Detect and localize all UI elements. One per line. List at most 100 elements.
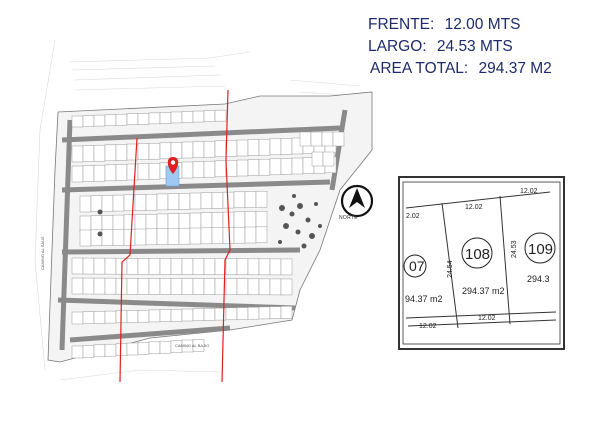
- lot: [134, 228, 147, 246]
- lot-blocks: [71, 109, 345, 359]
- lot: [189, 227, 202, 245]
- lot: [71, 115, 84, 128]
- lot: [170, 278, 183, 295]
- lot: [104, 257, 117, 275]
- area-label: AREA TOTAL:: [370, 60, 469, 77]
- contour-lines: [34, 39, 361, 381]
- frente-label: FRENTE:: [368, 16, 435, 33]
- lot: [104, 310, 117, 324]
- lot: [291, 157, 304, 175]
- lot: [134, 214, 147, 231]
- lot: [104, 343, 117, 357]
- lot: [269, 138, 282, 156]
- street: [69, 325, 231, 343]
- lot: [93, 164, 106, 182]
- lot: [170, 111, 183, 124]
- location-marker-icon[interactable]: [167, 157, 179, 174]
- lot: [115, 144, 128, 161]
- frente-line: FRENTE: 12.00 MTS: [368, 14, 552, 36]
- lot: [156, 213, 169, 231]
- street: [329, 109, 348, 191]
- lot: [82, 277, 95, 295]
- lot: [203, 258, 216, 275]
- lot-108-number: 108: [465, 246, 490, 263]
- lot: [225, 307, 238, 321]
- lot: [310, 131, 323, 147]
- top-dim-2: 12.02: [465, 204, 483, 211]
- lot: [82, 257, 95, 275]
- lot: [137, 342, 150, 355]
- lot: [247, 258, 260, 276]
- lot-109-side-dim: 24.53: [511, 240, 518, 258]
- lot: [236, 258, 249, 275]
- lot-109-area: 294.3: [527, 274, 550, 284]
- lot: [203, 110, 216, 122]
- lot: [82, 311, 95, 324]
- lot: [255, 210, 268, 228]
- street: [61, 125, 341, 143]
- roads: [57, 109, 348, 351]
- lot-07-area: 94.37 m2: [405, 294, 443, 304]
- lot: [167, 213, 180, 230]
- lot: [71, 277, 84, 295]
- lot: [79, 229, 92, 247]
- lot: [280, 258, 293, 276]
- lot-108: 108 294.37 m2 24.54: [447, 237, 505, 296]
- largo-value: 24.53 MTS: [436, 38, 513, 55]
- lot: [299, 131, 312, 147]
- lot: [101, 215, 114, 232]
- lot: [115, 164, 128, 181]
- lot: [178, 193, 191, 210]
- lot: [203, 160, 216, 178]
- park-area: [97, 194, 322, 249]
- lot: [90, 215, 103, 232]
- lot: [159, 258, 172, 275]
- lot: [203, 140, 216, 158]
- lot: [225, 140, 238, 157]
- lot: [225, 160, 238, 177]
- lot: [178, 227, 191, 245]
- lot-detail-inset: 07 94.37 m2 108 294.37 m2 24.54 109 294.…: [398, 176, 565, 350]
- lot: [233, 211, 246, 229]
- lot-108-side-dim: 24.54: [447, 260, 454, 278]
- lot: [159, 278, 172, 295]
- lot: [90, 195, 103, 212]
- lot: [192, 110, 205, 123]
- road-label-bottom: CAMINO AL BAJIO: [175, 343, 209, 348]
- lot: [112, 229, 125, 246]
- lot: [148, 278, 161, 295]
- lot: [192, 339, 205, 352]
- lot: [126, 163, 139, 181]
- lot: [93, 257, 106, 275]
- lot: [123, 214, 136, 232]
- lot: [236, 139, 249, 157]
- lot: [214, 140, 227, 158]
- lot-108-area: 294.37 m2: [462, 286, 505, 296]
- lot: [244, 211, 257, 228]
- lot: [126, 342, 139, 356]
- lot: [159, 340, 172, 354]
- bottom-dim-1: 12.02: [419, 323, 437, 330]
- street: [59, 119, 73, 351]
- lot: [93, 144, 106, 162]
- lot: [211, 192, 224, 209]
- lot: [71, 345, 84, 359]
- lot: [200, 212, 213, 229]
- lot: [222, 227, 235, 244]
- street: [57, 297, 296, 311]
- lot: [159, 142, 172, 160]
- lot: [280, 158, 293, 175]
- lot: [258, 138, 271, 156]
- lot: [126, 113, 139, 125]
- lot: [137, 278, 150, 295]
- lot: [82, 145, 95, 162]
- lot: [247, 278, 260, 296]
- lot: [167, 193, 180, 210]
- lot: [189, 192, 202, 210]
- lot: [148, 112, 161, 125]
- road-label-left: CAMINO AL SAUZ: [40, 236, 45, 270]
- lot: [269, 278, 282, 296]
- red-boundary-line-2: [221, 89, 231, 383]
- lot: [233, 191, 246, 209]
- lot: [192, 161, 205, 178]
